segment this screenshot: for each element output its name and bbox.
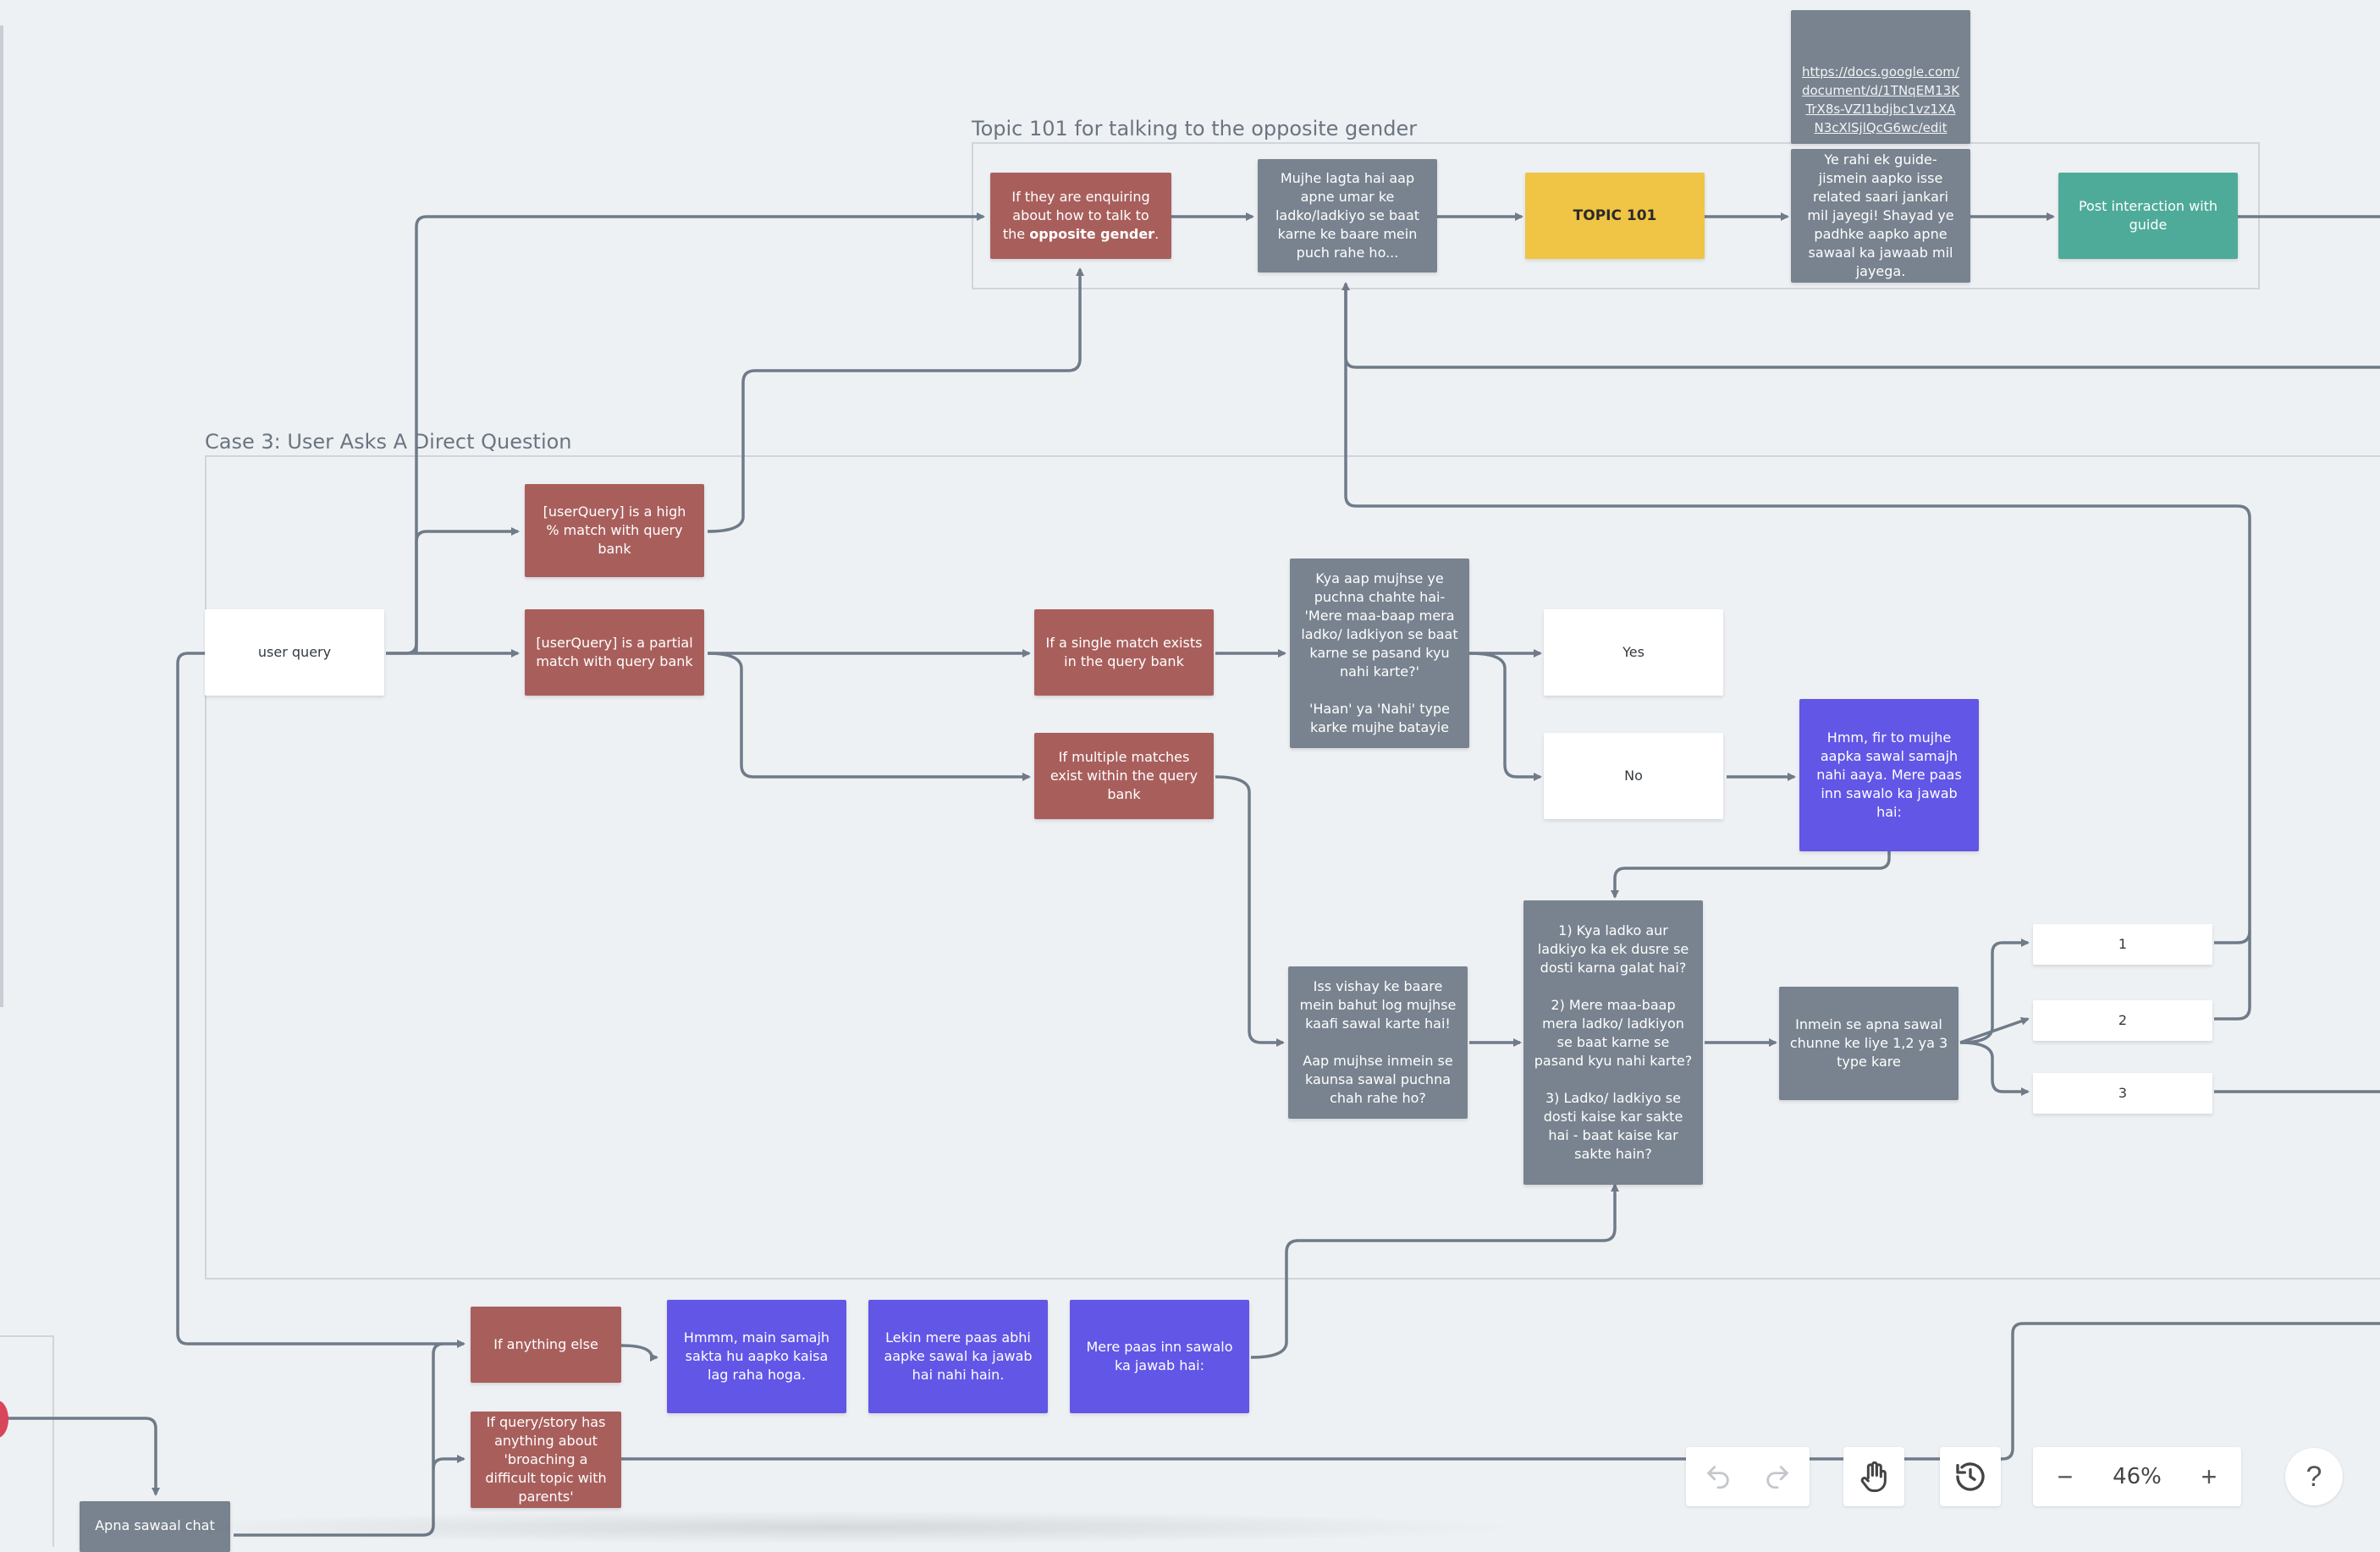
hand-icon xyxy=(1860,1461,1887,1493)
node-hmmm-main[interactable]: Hmmm, main samajh sakta hu aapko kaisa l… xyxy=(667,1300,846,1413)
node-inmein-se[interactable]: Inmein se apna sawal chunne ke liye 1,2 … xyxy=(1779,987,1959,1100)
node-yes[interactable]: Yes xyxy=(1544,609,1723,696)
left-panel-edge xyxy=(0,25,3,1007)
node-broaching[interactable]: If query/story has anything about 'broac… xyxy=(471,1412,621,1508)
zoom-in-button[interactable]: + xyxy=(2201,1461,2217,1492)
doc-link[interactable]: https://docs.google.com/document/d/1TNqE… xyxy=(1801,64,1960,135)
node-guide[interactable]: Ye rahi ek guide- jismein aapko isse rel… xyxy=(1791,149,1970,283)
node-single-match[interactable]: If a single match exists in the query ba… xyxy=(1034,609,1214,696)
node-hmm-fir[interactable]: Hmm, fir to mujhe aapka sawal samajh nah… xyxy=(1799,699,1979,851)
undo-redo-group xyxy=(1686,1447,1810,1506)
node-mere-paas[interactable]: Mere paas inn sawalo ka jawab hai: xyxy=(1070,1300,1249,1413)
node-lekin[interactable]: Lekin mere paas abhi aapke sawal ka jawa… xyxy=(868,1300,1048,1413)
node-enquiring-text: If they are enquiring about how to talk … xyxy=(1002,189,1160,242)
help-button[interactable]: ? xyxy=(2285,1448,2343,1505)
node-topic-101[interactable]: TOPIC 101 xyxy=(1525,173,1705,259)
redo-button[interactable] xyxy=(1748,1447,1807,1506)
node-doc-link[interactable]: https://docs.google.com/document/d/1TNqE… xyxy=(1791,10,1970,144)
node-high-match[interactable]: [userQuery] is a high % match with query… xyxy=(525,484,704,577)
pan-tool[interactable] xyxy=(1843,1447,1904,1506)
case3-frame[interactable] xyxy=(205,455,2380,1280)
case3-frame-title: Case 3: User Asks A Direct Question xyxy=(205,430,572,454)
connector-handle-dot[interactable] xyxy=(0,1401,8,1438)
node-multiple-matches[interactable]: If multiple matches exist within the que… xyxy=(1034,733,1214,819)
node-iss-vishay[interactable]: Iss vishay ke baare mein bahut log mujhs… xyxy=(1288,966,1468,1119)
adjacent-frame-edge xyxy=(0,1335,54,1547)
zoom-level[interactable]: 46% xyxy=(2113,1464,2162,1489)
node-partial-match[interactable]: [userQuery] is a partial match with quer… xyxy=(525,609,704,696)
undo-button[interactable] xyxy=(1689,1447,1748,1506)
bottom-shadow xyxy=(135,1511,1532,1544)
node-enquiring-opposite-gender[interactable]: If they are enquiring about how to talk … xyxy=(990,173,1171,259)
node-user-query[interactable]: user query xyxy=(205,609,384,696)
topic101-frame-title: Topic 101 for talking to the opposite ge… xyxy=(972,117,1418,140)
node-option-2[interactable]: 2 xyxy=(2033,1000,2212,1041)
node-question-list[interactable]: 1) Kya ladko aur ladkiyo ka ek dusre se … xyxy=(1523,900,1703,1185)
node-kya-aap-puchna[interactable]: Kya aap mujhse ye puchna chahte hai- 'Me… xyxy=(1290,559,1469,748)
history-button[interactable] xyxy=(1940,1447,2001,1506)
node-option-1[interactable]: 1 xyxy=(2033,924,2212,965)
zoom-controls: − 46% + xyxy=(2033,1447,2241,1506)
node-post-interaction[interactable]: Post interaction with guide xyxy=(2058,173,2238,259)
node-mujhe-lagta[interactable]: Mujhe lagta hai aap apne umar ke ladko/l… xyxy=(1258,159,1437,272)
node-no[interactable]: No xyxy=(1544,733,1723,819)
node-anything-else[interactable]: If anything else xyxy=(471,1307,621,1383)
undo-icon xyxy=(1706,1466,1729,1489)
node-option-3[interactable]: 3 xyxy=(2033,1073,2212,1114)
redo-icon xyxy=(1766,1466,1789,1489)
zoom-out-button[interactable]: − xyxy=(2057,1461,2074,1492)
history-icon xyxy=(1956,1462,1985,1491)
